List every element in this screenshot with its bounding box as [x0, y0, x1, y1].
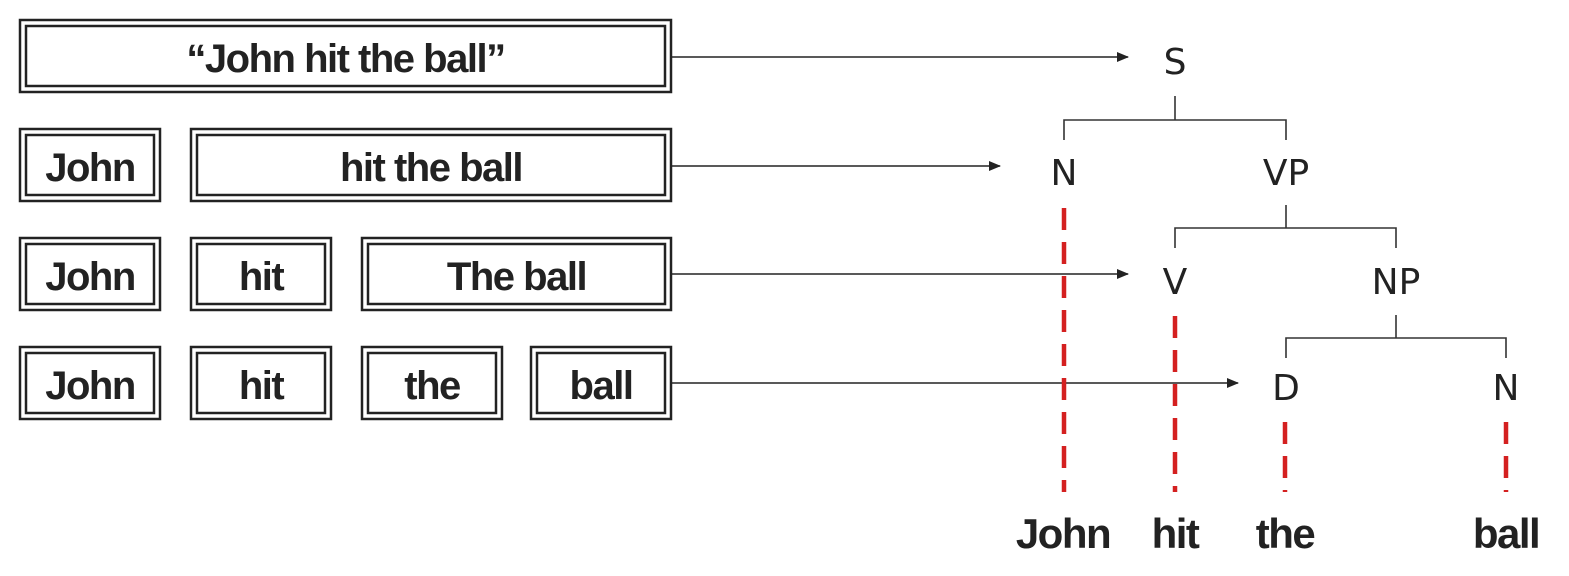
- node-vp: VP: [1263, 153, 1309, 194]
- box-row2-john-label: John: [45, 146, 135, 190]
- box-row4-the: the: [360, 345, 504, 421]
- box-row2-hit-the-ball-label: hit the ball: [340, 146, 522, 190]
- node-n-object: N: [1493, 368, 1520, 409]
- box-row4-the-label: the: [404, 364, 460, 408]
- leaf-ball: ball: [1473, 510, 1539, 557]
- branch-vp-bar: [1174, 227, 1397, 248]
- box-row3-john-label: John: [45, 255, 135, 299]
- box-row3-the-ball: The ball: [360, 236, 673, 312]
- box-row4-hit-label: hit: [239, 364, 285, 408]
- leaf-the: the: [1256, 510, 1315, 557]
- box-row4-ball-label: ball: [570, 364, 633, 408]
- node-v: V: [1163, 262, 1188, 303]
- node-d: D: [1272, 368, 1300, 409]
- tree-branches: [1063, 96, 1507, 358]
- box-row1-sentence-label: “John hit the ball”: [186, 37, 504, 81]
- box-row4-hit: hit: [189, 345, 333, 421]
- box-row3-hit-label: hit: [239, 255, 285, 299]
- node-s: S: [1164, 42, 1187, 83]
- branch-np-bar: [1285, 337, 1507, 358]
- box-row3-hit: hit: [189, 236, 333, 312]
- node-n-subject: N: [1051, 153, 1078, 194]
- box-row4-john: John: [18, 345, 162, 421]
- leaf-hit: hit: [1152, 510, 1200, 557]
- box-row1-sentence: “John hit the ball”: [18, 18, 673, 94]
- box-row4-ball: ball: [529, 345, 673, 421]
- box-row2-hit-the-ball: hit the ball: [189, 127, 673, 203]
- box-row3-john: John: [18, 236, 162, 312]
- box-row4-john-label: John: [45, 364, 135, 408]
- box-row2-john: John: [18, 127, 162, 203]
- node-np: NP: [1372, 262, 1421, 303]
- branch-s-bar: [1063, 119, 1287, 140]
- leaf-john: John: [1016, 510, 1110, 557]
- box-row3-the-ball-label: The ball: [447, 255, 586, 299]
